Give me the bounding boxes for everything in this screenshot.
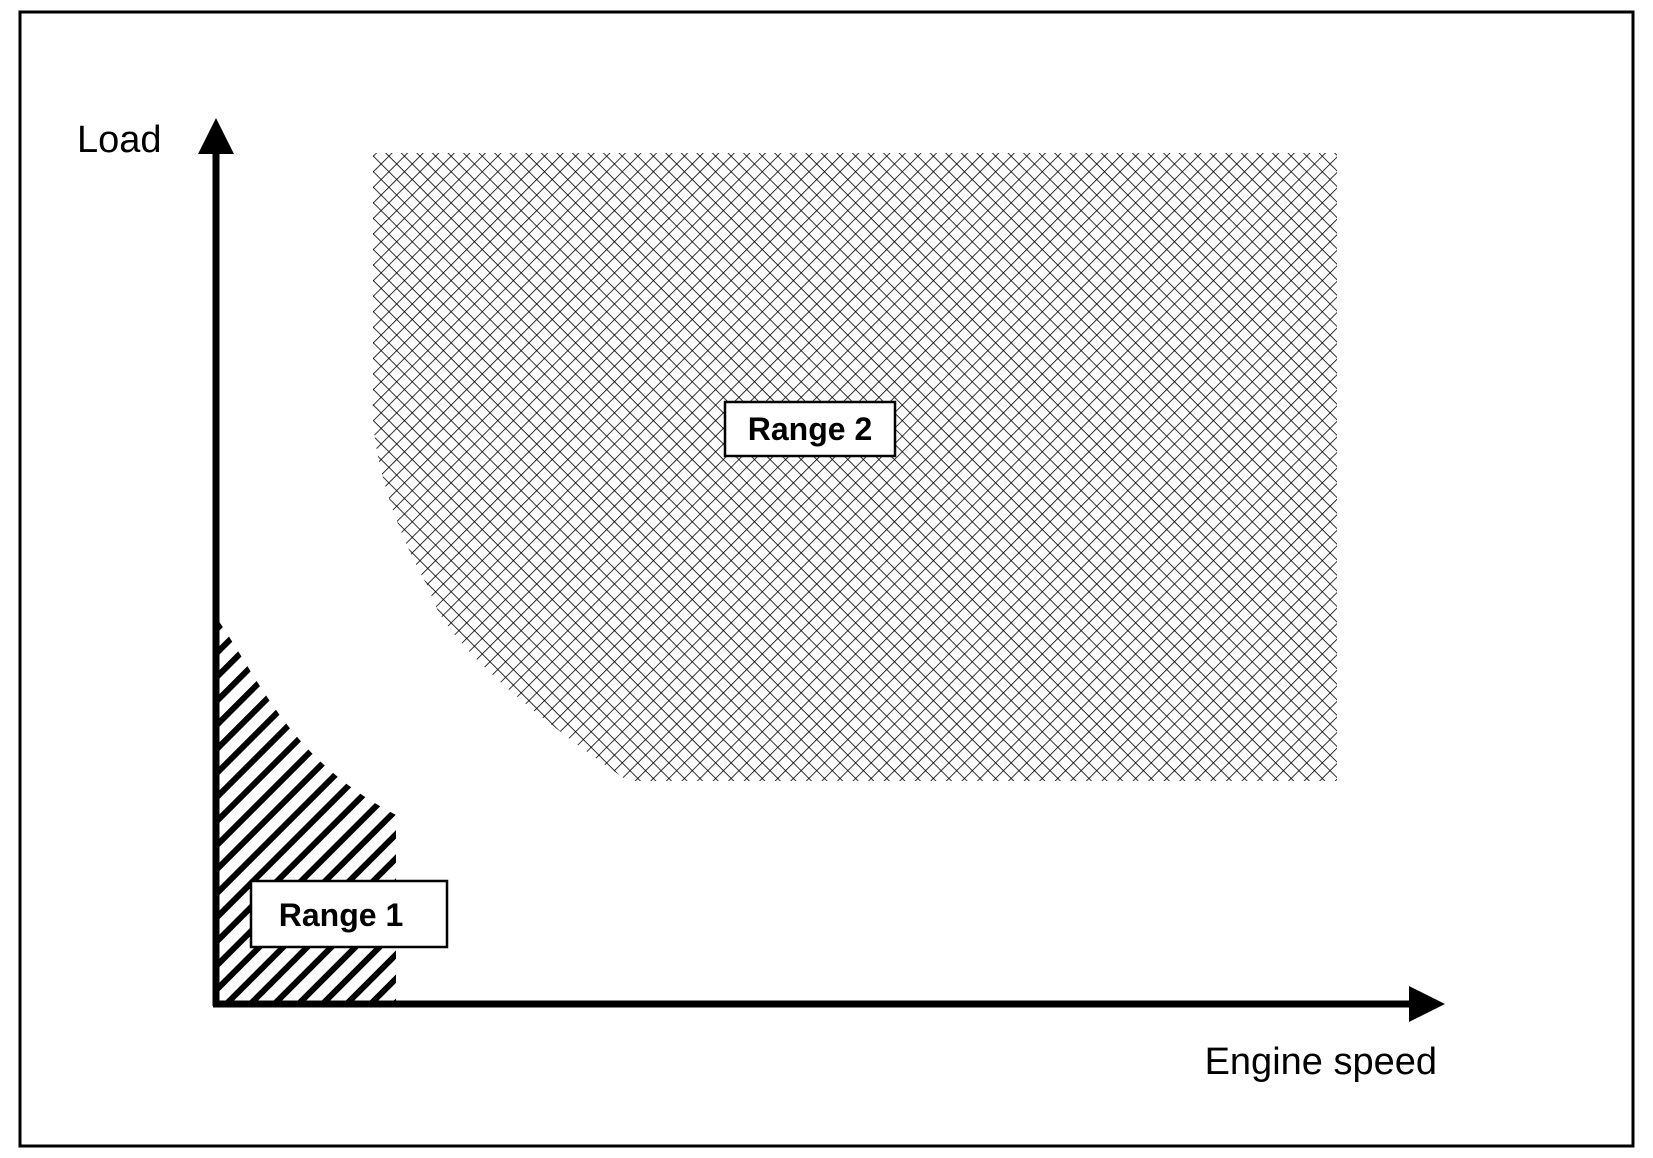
x-axis-arrowhead bbox=[1409, 986, 1445, 1022]
y-axis-label: Load bbox=[77, 119, 162, 161]
x-axis-label: Engine speed bbox=[1205, 1041, 1437, 1083]
diagram-frame bbox=[18, 10, 1635, 1148]
range-1-label: Range 1 bbox=[279, 897, 403, 933]
range-1-label-box: Range 1 bbox=[249, 879, 449, 949]
range-2-label-box: Range 2 bbox=[723, 400, 897, 458]
range-2-region bbox=[372, 153, 1337, 781]
range-2-label: Range 2 bbox=[748, 411, 872, 447]
y-axis-arrowhead bbox=[198, 118, 234, 154]
